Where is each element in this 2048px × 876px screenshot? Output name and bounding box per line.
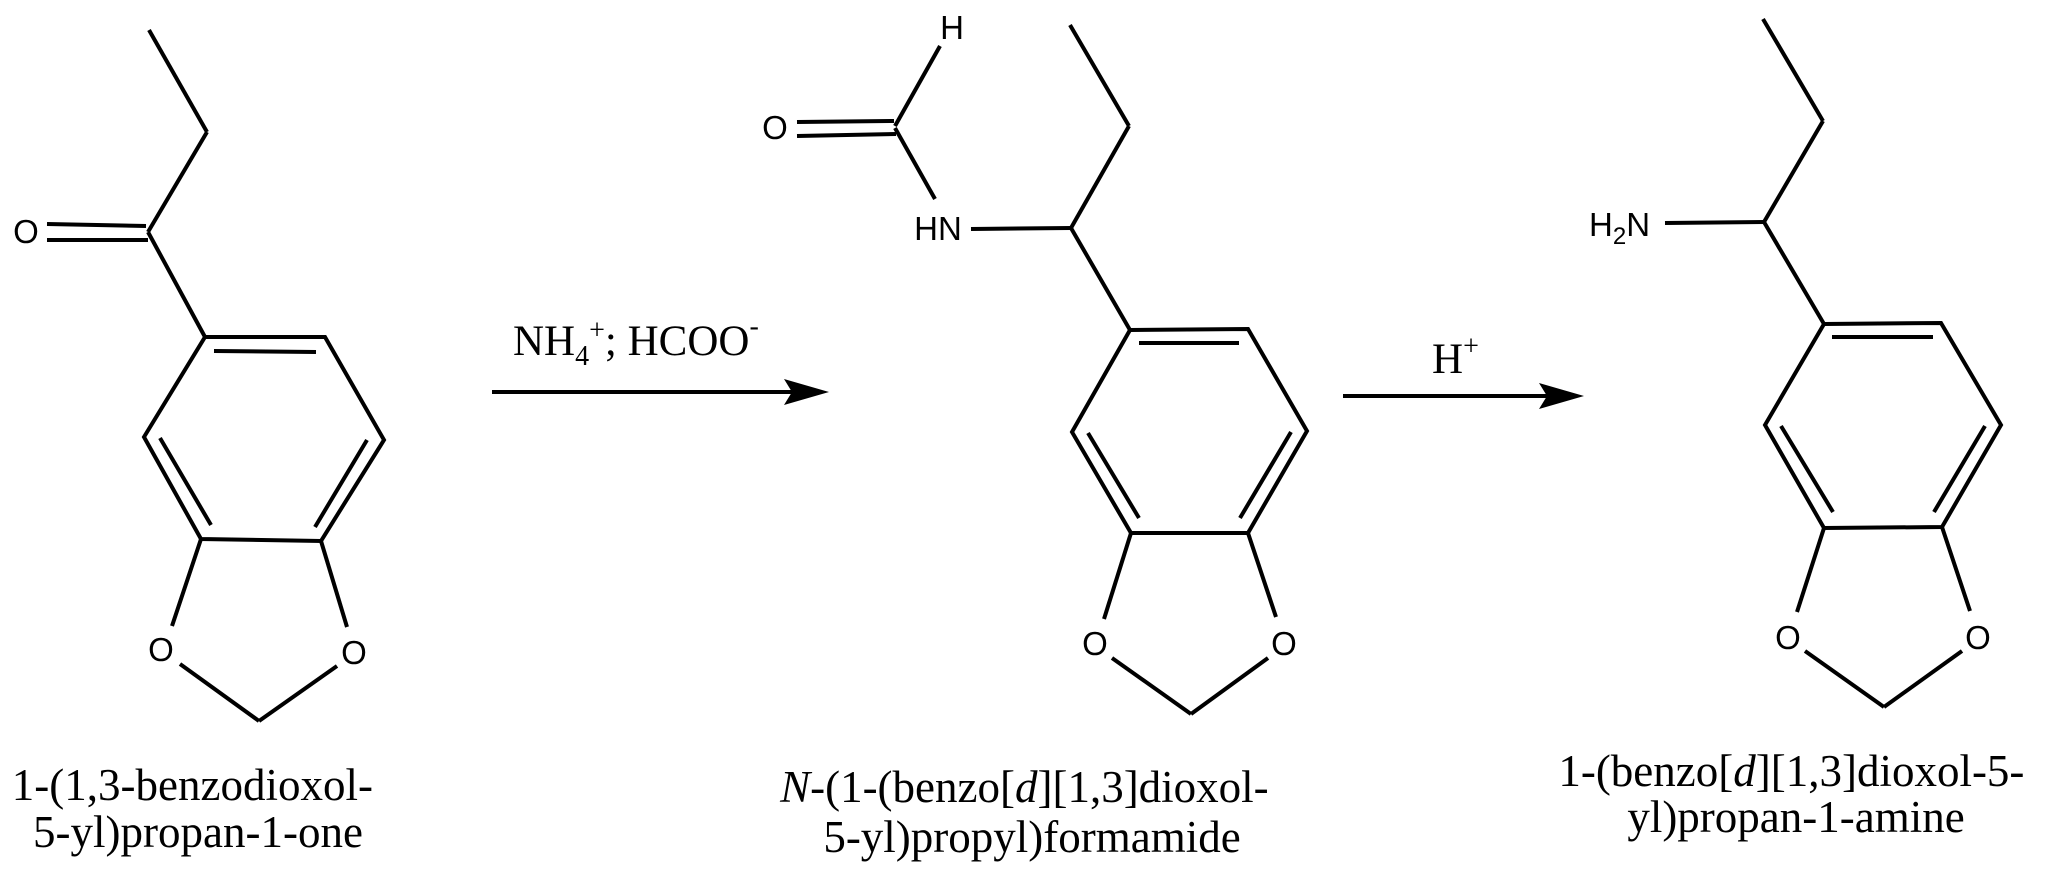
atom-oxygen-dioxole-right: O [1965, 619, 1991, 656]
bond-o-left-ch2 [1803, 649, 1886, 709]
reactant-name-line-1: 1-(1,3-benzodioxol- [12, 760, 373, 810]
arrow-2-head [1539, 383, 1584, 409]
bond-o-left-ch2 [178, 662, 261, 723]
arrow-1-reagents: NH4+; HCOO- [513, 311, 759, 372]
bond-o-right-ch2 [1882, 649, 1964, 709]
name-part: -(1-(benzo[ [810, 762, 1015, 812]
atom-oxygen-dioxole-left: O [1082, 625, 1108, 662]
atom-oxygen-dioxole-right: O [341, 634, 367, 671]
name-italic-d: d [1733, 746, 1756, 796]
product-structure: H2N O O [1589, 17, 2004, 709]
reagent-proton-charge: + [1463, 331, 1479, 362]
benzene-ring [1762, 320, 2004, 531]
reagent-proton: H [1432, 336, 1463, 383]
product-name-line-1: 1-(benzo[d][1,3]dioxol-5- [1558, 746, 2024, 796]
atom-oxygen-carbonyl: O [13, 213, 39, 250]
atom-amide-nh: HN [914, 210, 962, 247]
bond-formyl-co-b [796, 132, 897, 138]
reactant-name-line-2: 5-yl)propan-1-one [33, 807, 363, 857]
bond-ring-o-right [319, 540, 349, 628]
product-name: 1-(benzo[d][1,3]dioxol-5- yl)propan-1-am… [1558, 746, 2035, 842]
name-part: ][1,3]dioxol- [1037, 762, 1268, 812]
bond-o-left-ch2 [1110, 656, 1193, 716]
bond-carbonyl-a [46, 222, 147, 228]
bond-methyl [147, 29, 209, 133]
name-part: 1-(benzo[ [1558, 746, 1733, 796]
arrow-1-head [784, 379, 829, 405]
bond-ring-o-left [1795, 527, 1826, 613]
reagent-nh: NH [513, 318, 575, 365]
reagent-nh-subscript: 4 [575, 341, 589, 372]
bond-ring-o-left [1102, 532, 1133, 620]
bond-o-right-ch2 [257, 664, 339, 723]
bond-formyl-co-a [796, 119, 895, 124]
bond-ring-o-right [1940, 526, 1972, 612]
reaction-arrow-1: NH4+; HCOO- [492, 311, 829, 405]
atom-oxygen-dioxole-left: O [1775, 619, 1801, 656]
bond-formyl-h [893, 45, 942, 127]
bond-o-right-ch2 [1189, 656, 1270, 716]
intermediate-name-line-2: 5-yl)propyl)formamide [823, 812, 1240, 862]
reactant-structure: O O O [13, 29, 387, 723]
intermediate-structure: H O HN O O [762, 9, 1310, 716]
intermediate-name-line-1: N-(1-(benzo[d][1,3]dioxol- [779, 762, 1269, 812]
benzene-ring [141, 335, 387, 544]
amine-h: H [1589, 206, 1613, 243]
bond-ch2-ch3 [1068, 23, 1131, 128]
reagent-nh-charge: + [589, 315, 605, 346]
ring-inner-double-left [1779, 424, 1835, 514]
atom-oxygen-formyl: O [762, 109, 788, 146]
bond-n-ch [970, 226, 1072, 231]
reagent-formate: ; HCOO [605, 318, 750, 365]
bond-ethyl [146, 130, 209, 234]
name-italic-n: N [779, 762, 813, 812]
name-part: ][1,3]dioxol-5- [1756, 746, 2025, 796]
bond-ch-ring [1762, 220, 1826, 326]
bond-ch-ch2 [1762, 119, 1825, 224]
atom-hydrogen-formyl: H [940, 9, 964, 46]
reagent-formate-charge: - [749, 311, 758, 342]
intermediate-name: N-(1-(benzo[d][1,3]dioxol- 5-yl)propyl)f… [779, 762, 1280, 862]
reactant-name: 1-(1,3-benzodioxol- 5-yl)propan-1-one [12, 760, 384, 857]
bond-ch2-ch3 [1761, 17, 1825, 123]
ring-inner-double-right [1932, 424, 1987, 514]
amine-subscript-2: 2 [1613, 223, 1626, 250]
ring-inner-double-left [158, 436, 213, 527]
amine-n: N [1626, 206, 1650, 243]
bond-ch-ch2 [1069, 125, 1131, 229]
ring-inner-double-right [1238, 430, 1293, 520]
bond-ch-ring [1069, 226, 1132, 332]
bond-ring-o-left [170, 538, 203, 627]
atom-amine-nh2: H2N [1589, 206, 1650, 250]
product-name-line-2: yl)propan-1-amine [1627, 792, 1964, 842]
bond-n-ch [1664, 220, 1765, 225]
name-italic-d: d [1015, 762, 1038, 812]
atom-oxygen-dioxole-left: O [148, 631, 174, 668]
atom-oxygen-dioxole-right: O [1271, 625, 1297, 662]
benzene-ring [1069, 326, 1310, 535]
ring-inner-double-right [313, 438, 369, 529]
bond-ring-o-right [1246, 532, 1278, 618]
bond-carbonyl-ring [146, 231, 207, 338]
ring-inner-double-left [1086, 431, 1141, 520]
arrow-2-reagents: H+ [1432, 331, 1479, 383]
ring-inner-double-top [213, 349, 317, 354]
reaction-arrow-2: H+ [1343, 331, 1584, 409]
bond-formyl-n [893, 127, 937, 200]
